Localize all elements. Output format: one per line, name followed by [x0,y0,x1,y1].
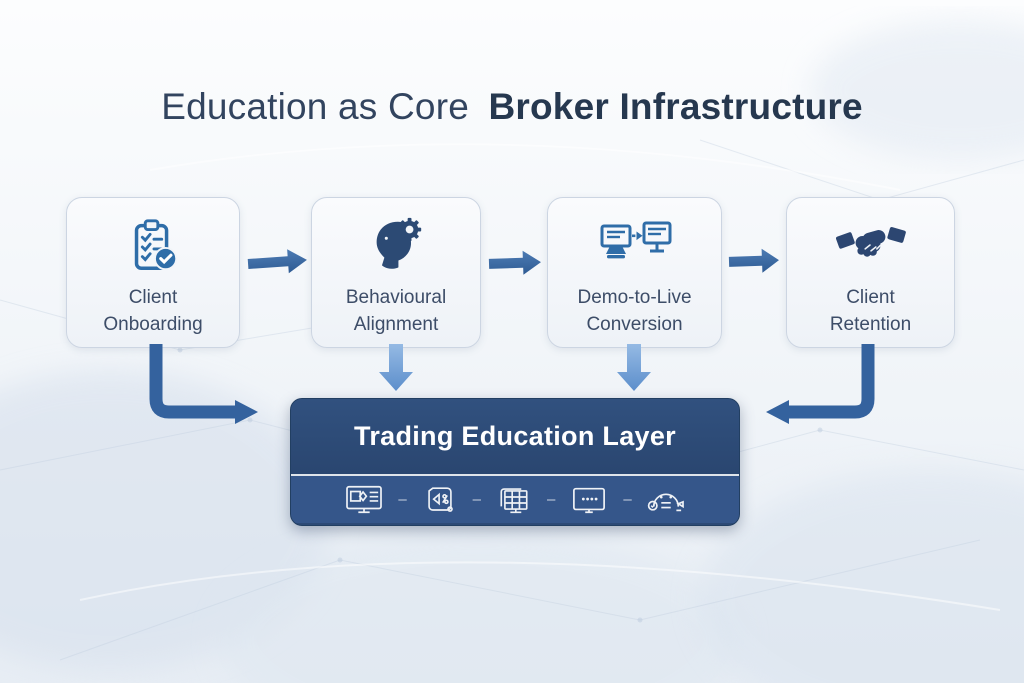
title-bold: Broker Infrastructure [488,86,863,127]
step-label: Demo-to-Live Conversion [577,287,692,335]
title-regular: Education as Core [161,86,469,127]
handshake-icon [835,214,906,278]
video-lesson-screen-icon [343,483,385,517]
page-title: Education as Core Broker Infrastructure [0,86,1024,128]
clipboard-check-icon [122,214,184,278]
step-box-behavioural-alignment: Behavioural Alignment [311,197,481,348]
layer-icon-strip: – – – [291,476,739,523]
step-label: Client Onboarding [103,287,203,335]
trading-education-layer-title: Trading Education Layer [354,421,676,451]
trading-education-layer: Trading Education Layer – [290,398,740,526]
demo-live-monitors-icon [598,214,672,278]
layer-divider [291,474,739,476]
icon-separator: – [398,491,407,508]
icon-separator: – [547,491,556,508]
performance-gauge-icon [645,483,687,517]
step-box-demo-to-live: Demo-to-Live Conversion [547,197,722,348]
step-box-client-retention: Client Retention [786,197,955,348]
step-label: Behavioural Alignment [345,287,447,335]
chat-screen-icon [568,483,610,517]
course-card-icon [420,483,460,517]
head-gear-icon [365,214,427,278]
data-grid-icon [494,483,534,517]
step-box-client-onboarding: Client Onboarding [66,197,240,348]
step-label: Client Retention [829,287,912,335]
trading-education-layer-header: Trading Education Layer [291,399,739,474]
icon-separator: – [623,491,632,508]
icon-separator: – [472,491,481,508]
